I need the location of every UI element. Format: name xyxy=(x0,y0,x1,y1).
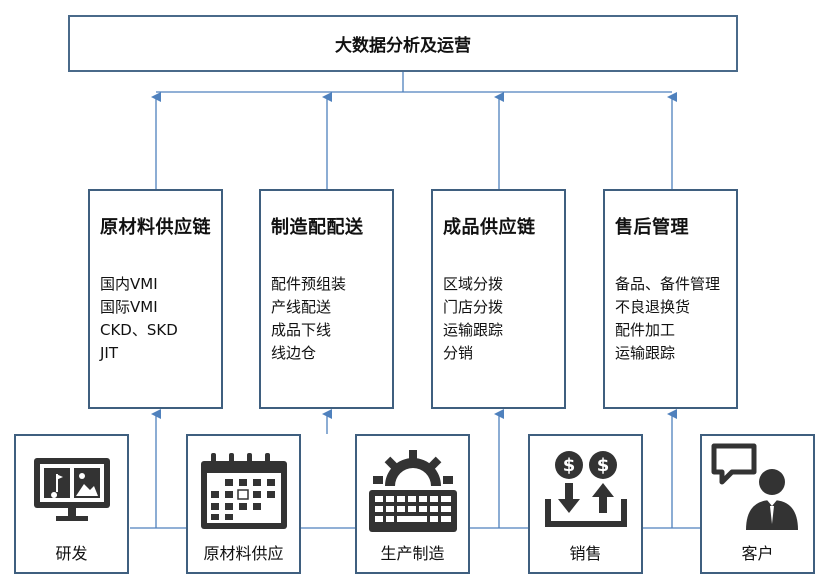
mid-box-item: 不良退换货 xyxy=(615,298,691,316)
mid-box-item: 备品、备件管理 xyxy=(615,275,721,293)
bottom-box-label: 销售 xyxy=(569,544,602,563)
mid-box-item: 配件加工 xyxy=(615,321,676,339)
mid-box-item: JIT xyxy=(100,344,119,362)
mid-box-finished-goods-supply-chain: 成品供应链 区域分拨 门店分拨 运输跟踪 分销 xyxy=(431,189,566,409)
mid-box-item: 配件预组装 xyxy=(271,275,347,293)
bottom-box-label: 原材料供应 xyxy=(203,544,284,563)
mid-box-item: 国际VMI xyxy=(100,298,158,316)
calendar-icon xyxy=(200,453,287,529)
bottom-box-customer: 客户 xyxy=(700,434,815,574)
mid-box-item: 线边仓 xyxy=(271,344,317,362)
bottom-box-raw-material: 原材料供应 xyxy=(186,434,301,574)
bottom-box-label: 客户 xyxy=(741,544,774,563)
top-box-title: 大数据分析及运营 xyxy=(335,36,471,56)
mid-box-item: 分销 xyxy=(443,344,474,362)
mid-box-manufacturing-delivery: 制造配配送 配件预组装 产线配送 成品下线 线边仓 xyxy=(259,189,394,409)
mid-box-item: 成品下线 xyxy=(271,321,332,339)
customer-chat-icon xyxy=(711,443,798,530)
mid-box-title: 制造配配送 xyxy=(271,217,364,238)
gear-keyboard-icon xyxy=(368,450,457,532)
bottom-box-label: 生产制造 xyxy=(380,544,445,563)
svg-text:$: $ xyxy=(562,455,575,476)
mid-box-item: 门店分拨 xyxy=(443,298,504,316)
mid-box-item: 运输跟踪 xyxy=(443,321,504,339)
mid-box-item: 区域分拨 xyxy=(443,275,504,293)
bottom-box-label: 研发 xyxy=(55,544,88,563)
dollar-exchange-icon: $ $ xyxy=(544,451,627,527)
mid-box-title: 原材料供应链 xyxy=(100,217,211,238)
mid-box-after-sales: 售后管理 备品、备件管理 不良退换货 配件加工 运输跟踪 xyxy=(603,189,738,409)
mid-box-raw-material-supply-chain: 原材料供应链 国内VMI 国际VMI CKD、SKD JIT xyxy=(88,189,223,409)
bottom-box-sales: $ $ 销售 xyxy=(528,434,643,574)
mid-box-item: 产线配送 xyxy=(271,298,332,316)
mid-box-item: 国内VMI xyxy=(100,275,158,293)
bottom-box-manufacturing: 生产制造 xyxy=(355,434,470,574)
mid-box-item: CKD、SKD xyxy=(100,321,178,339)
bottom-box-rnd: 研发 xyxy=(14,434,129,574)
mid-box-title: 售后管理 xyxy=(615,217,689,238)
top-box-big-data: 大数据分析及运营 xyxy=(68,15,738,72)
monitor-media-icon xyxy=(33,458,110,521)
svg-text:$: $ xyxy=(596,455,609,476)
mid-box-title: 成品供应链 xyxy=(443,217,536,238)
mid-box-item: 运输跟踪 xyxy=(615,344,676,362)
